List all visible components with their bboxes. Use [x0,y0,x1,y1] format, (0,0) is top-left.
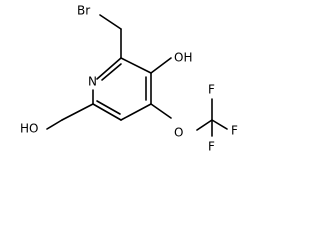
bond-c5-c6 [92,103,122,121]
bond-ch2-oh [46,119,63,130]
atom-labels: Br N OH HO O F F F [20,4,238,154]
atom-ho: HO [20,122,38,136]
bond-c2-c3 [120,57,152,74]
bonds [46,14,228,137]
bond-n1-c2-inner [101,63,122,81]
atom-f-right: F [231,124,238,138]
atom-o: O [174,126,183,140]
atom-n: N [88,75,97,89]
bond-cf3-f-right [211,119,228,130]
atom-br: Br [77,4,90,18]
bond-c4-c5 [120,103,152,121]
bond-c4-o [150,103,172,119]
atom-oh: OH [174,51,192,65]
bond-c6-ch2 [61,103,94,121]
bond-c3-oh [150,57,172,74]
atom-f-bottom: F [208,140,215,154]
bond-n1-c2 [96,57,122,80]
bond-br-ch2 [99,14,122,30]
atom-f-top: F [208,83,215,97]
chemical-structure: Br N OH HO O F F F [20,4,238,154]
bond-o-cf3 [196,119,213,131]
bond-c5-c6-inner [96,100,121,115]
